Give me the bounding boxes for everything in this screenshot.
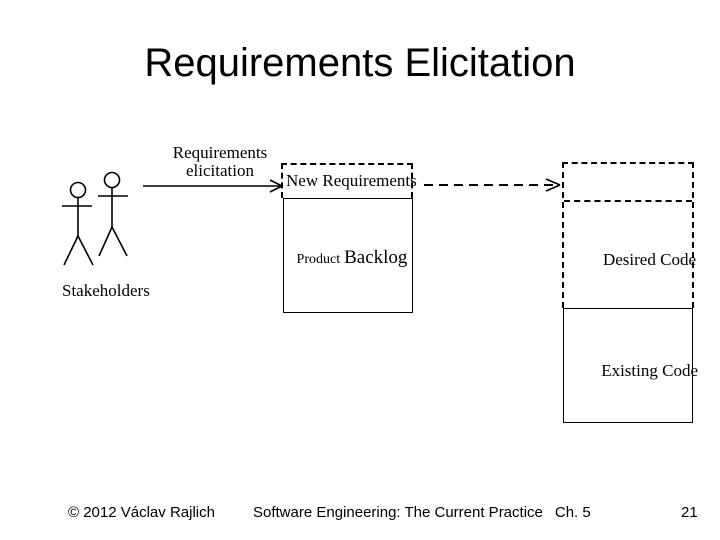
footer-course-title: Software Engineering: The Current Practi… bbox=[253, 504, 543, 521]
existing-code-box: Existing Code bbox=[563, 308, 698, 423]
elicitation-arrow-label: Requirements elicitation bbox=[150, 144, 290, 179]
footer-copyright: © 2012 Václav Rajlich bbox=[68, 504, 215, 521]
new-requirements-label: New Requirements bbox=[286, 171, 417, 190]
desired-code-box: Desired Code bbox=[562, 162, 696, 308]
product-backlog-label: Product Backlog bbox=[278, 247, 426, 269]
product-label: Product bbox=[296, 252, 341, 267]
new-requirements-flow-arrow-icon bbox=[424, 178, 561, 192]
backlog-label: Backlog bbox=[344, 247, 408, 268]
stakeholders-label: Stakeholders bbox=[62, 281, 150, 300]
elicitation-arrow-label-line1: Requirements bbox=[172, 143, 268, 162]
footer-course: Software Engineering: The Current Practi… bbox=[253, 504, 591, 521]
elicitation-arrow-label-line2: elicitation bbox=[186, 160, 254, 180]
slide-title: Requirements Elicitation bbox=[144, 41, 576, 85]
elicitation-arrow-icon bbox=[143, 179, 283, 193]
desired-code-label: Desired Code bbox=[602, 250, 696, 269]
footer-page-number: 21 bbox=[681, 504, 698, 521]
footer-chapter: Ch. 5 bbox=[554, 504, 591, 521]
product-backlog-box: Product Backlog bbox=[283, 198, 413, 313]
existing-code-label: Existing Code bbox=[601, 361, 698, 380]
new-requirements-box: New Requirements bbox=[281, 163, 417, 198]
stakeholders-stick-figures-icon bbox=[62, 171, 128, 266]
desired-code-inbox-strip bbox=[564, 164, 692, 202]
